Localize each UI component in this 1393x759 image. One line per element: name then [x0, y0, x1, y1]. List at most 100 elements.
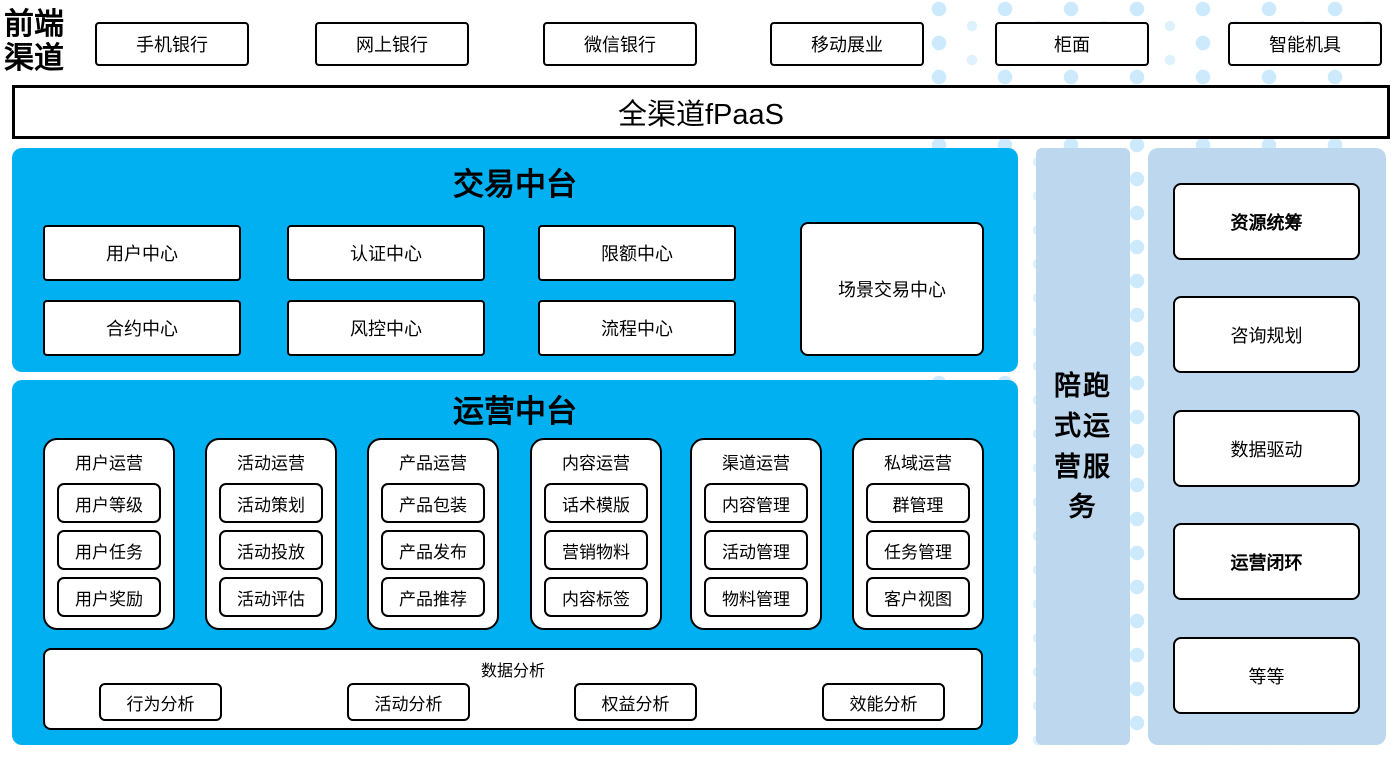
- group-item-label: 营销物料: [562, 542, 630, 562]
- data-analytics-container: 数据分析 行为分析 活动分析 权益分析 效能分析: [43, 648, 983, 730]
- data-analytics-title: 数据分析: [480, 663, 545, 680]
- center-box-user: 用户中心: [43, 225, 241, 281]
- channel-label: 柜面: [1054, 35, 1090, 55]
- scene-trading-center-label: 场景交易中心: [838, 280, 946, 300]
- group-item: 任务管理: [866, 530, 970, 570]
- service-label: 运营闭环: [1230, 552, 1303, 573]
- analytics-label: 权益分析: [601, 694, 670, 714]
- analytics-box-behavior: 行为分析: [99, 683, 222, 721]
- center-label: 用户中心: [106, 244, 178, 264]
- trading-platform-title: 交易中台: [453, 167, 577, 202]
- group-item: 产品发布: [381, 530, 485, 570]
- group-item-label: 活动评估: [237, 589, 305, 609]
- group-item: 话术模版: [544, 483, 648, 523]
- analytics-box-activity: 活动分析: [347, 683, 470, 721]
- operations-platform-panel: 运营中台 用户运营 用户等级 用户任务 用户奖励 活动运营 活动策划 活动投放 …: [12, 380, 1018, 745]
- service-label: 咨询规划: [1230, 325, 1303, 346]
- channel-box-smart-devices: 智能机具: [1228, 22, 1382, 66]
- group-item-label: 内容管理: [722, 495, 790, 515]
- group-item: 活动评估: [219, 577, 323, 617]
- group-item-label: 内容标签: [562, 589, 630, 609]
- service-label: 等等: [1248, 666, 1285, 687]
- group-card-channel-operations: 渠道运营 内容管理 活动管理 物料管理: [690, 438, 822, 630]
- group-item-label: 活动投放: [237, 542, 305, 562]
- center-label: 合约中心: [106, 319, 178, 339]
- accompanying-operations-service-bar: 陪跑式运营服务: [1036, 148, 1130, 745]
- group-item-label: 用户任务: [75, 542, 143, 562]
- analytics-label: 活动分析: [374, 694, 443, 714]
- group-item: 用户任务: [57, 530, 161, 570]
- group-title: 渠道运营: [722, 454, 790, 473]
- service-box-consulting-planning: 咨询规划: [1173, 296, 1360, 373]
- channel-box-mobile-banking: 手机银行: [95, 22, 249, 66]
- group-item-label: 活动管理: [722, 542, 790, 562]
- channel-box-online-banking: 网上银行: [315, 22, 469, 66]
- service-box-data-driven: 数据驱动: [1173, 410, 1360, 487]
- center-box-risk: 风控中心: [287, 300, 485, 356]
- group-item: 内容标签: [544, 577, 648, 617]
- analytics-label: 行为分析: [126, 694, 195, 714]
- analytics-box-benefits: 权益分析: [574, 683, 697, 721]
- fpaas-bar: 全渠道fPaaS: [12, 85, 1390, 139]
- group-item-label: 用户等级: [75, 495, 143, 515]
- channel-label: 手机银行: [136, 35, 208, 55]
- operations-platform-title: 运营中台: [453, 394, 577, 429]
- group-item-label: 话术模版: [562, 495, 630, 515]
- group-item-label: 产品发布: [399, 542, 467, 562]
- group-item: 产品推荐: [381, 577, 485, 617]
- center-box-contract: 合约中心: [43, 300, 241, 356]
- group-title: 私域运营: [884, 454, 952, 473]
- service-box-resource-planning: 资源统筹: [1173, 183, 1360, 260]
- service-box-etc: 等等: [1173, 637, 1360, 714]
- group-item: 客户视图: [866, 577, 970, 617]
- group-title: 内容运营: [562, 454, 630, 473]
- channel-label: 网上银行: [356, 35, 428, 55]
- group-item-label: 物料管理: [722, 589, 790, 609]
- group-card-private-domain-operations: 私域运营 群管理 任务管理 客户视图: [852, 438, 984, 630]
- service-label: 资源统筹: [1230, 212, 1303, 233]
- channel-label: 移动展业: [811, 35, 883, 55]
- group-item: 群管理: [866, 483, 970, 523]
- channel-box-counter: 柜面: [995, 22, 1149, 66]
- group-item-label: 活动策划: [237, 495, 305, 515]
- group-card-product-operations: 产品运营 产品包装 产品发布 产品推荐: [367, 438, 499, 630]
- center-label: 限额中心: [601, 244, 673, 264]
- center-box-process: 流程中心: [538, 300, 736, 356]
- channel-label: 微信银行: [584, 35, 656, 55]
- group-item: 活动投放: [219, 530, 323, 570]
- center-label: 认证中心: [350, 244, 422, 264]
- trading-platform-panel: 交易中台 用户中心 认证中心 限额中心 合约中心 风控中心 流程中心 场景交易中…: [12, 148, 1018, 372]
- service-box-operations-loop: 运营闭环: [1173, 523, 1360, 600]
- group-item: 产品包装: [381, 483, 485, 523]
- center-box-limit: 限额中心: [538, 225, 736, 281]
- service-label: 数据驱动: [1230, 439, 1303, 460]
- group-item: 活动管理: [704, 530, 808, 570]
- group-item-label: 客户视图: [884, 589, 952, 609]
- group-title: 产品运营: [399, 454, 467, 473]
- group-card-content-operations: 内容运营 话术模版 营销物料 内容标签: [530, 438, 662, 630]
- fpaas-label: 全渠道fPaaS: [618, 99, 784, 131]
- group-item: 物料管理: [704, 577, 808, 617]
- group-card-activity-operations: 活动运营 活动策划 活动投放 活动评估: [205, 438, 337, 630]
- service-items-panel: 资源统筹 咨询规划 数据驱动 运营闭环 等等: [1148, 148, 1386, 745]
- center-label: 流程中心: [601, 319, 673, 339]
- accompanying-operations-service-label: 陪跑式运营服务: [1054, 370, 1112, 523]
- group-item: 用户等级: [57, 483, 161, 523]
- channel-box-wechat-banking: 微信银行: [543, 22, 697, 66]
- scene-trading-center-box: 场景交易中心: [800, 222, 984, 356]
- group-item-label: 群管理: [892, 495, 944, 515]
- center-label: 风控中心: [350, 319, 422, 339]
- front-channels-label: 前端渠道: [4, 8, 64, 75]
- group-item-label: 任务管理: [884, 542, 952, 562]
- center-box-auth: 认证中心: [287, 225, 485, 281]
- group-item: 用户奖励: [57, 577, 161, 617]
- group-item: 活动策划: [219, 483, 323, 523]
- group-title: 活动运营: [237, 454, 305, 473]
- group-item-label: 产品包装: [399, 495, 467, 515]
- group-card-user-operations: 用户运营 用户等级 用户任务 用户奖励: [43, 438, 175, 630]
- group-item-label: 产品推荐: [399, 589, 467, 609]
- analytics-label: 效能分析: [849, 694, 918, 714]
- channel-box-mobile-sales: 移动展业: [770, 22, 924, 66]
- group-item-label: 用户奖励: [75, 589, 143, 609]
- analytics-box-efficiency: 效能分析: [822, 683, 945, 721]
